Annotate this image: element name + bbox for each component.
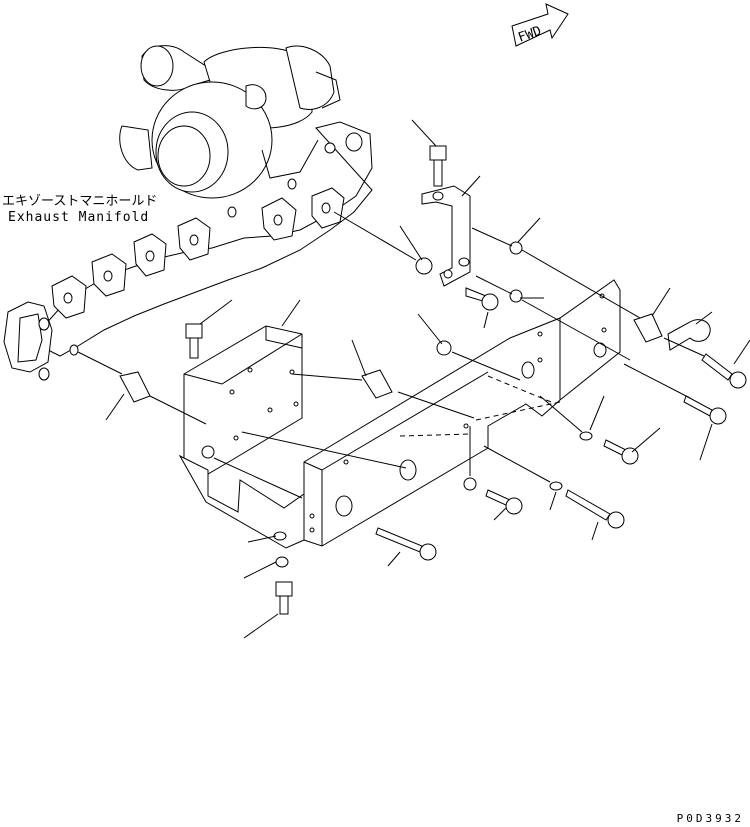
main-bracket [304,280,620,546]
assembly-lines [78,212,704,498]
clamp [668,320,710,350]
left-bracket [180,326,304,548]
exhaust-manifold-label-en: Exhaust Manifold [8,210,150,225]
bolts [186,146,746,614]
fwd-arrow: FWD [512,4,568,46]
spacers [120,242,662,567]
upper-bracket [422,186,470,286]
washers [274,432,592,540]
turbocharger [120,46,340,198]
leader-lines [106,120,750,638]
exhaust-manifold [4,122,372,380]
exhaust-manifold-label-ja: エキゾーストマニホールド [2,194,158,209]
drawing-number: P0D3932 [676,812,744,825]
